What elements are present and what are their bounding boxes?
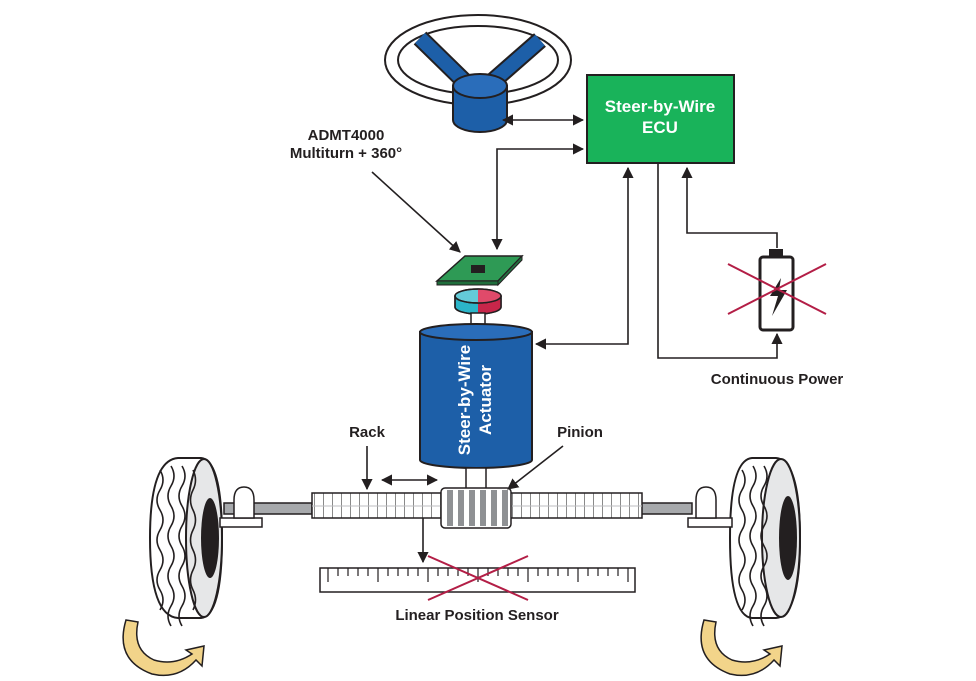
right-wheel-icon (687, 457, 802, 627)
left-wheel-icon (148, 457, 263, 627)
actuator-cylinder: Steer-by-Wire Actuator (419, 323, 533, 491)
ecu-box: Steer-by-Wire ECU (586, 74, 735, 164)
pinion-label: Pinion (557, 424, 603, 441)
continuous-power-label: Continuous Power (711, 371, 844, 388)
sensor-label-line2: Multiturn + 360° (290, 145, 402, 162)
sensor-label-line1: ADMT4000 (308, 127, 385, 144)
linear-sensor-label: Linear Position Sensor (395, 607, 559, 624)
actuator-label-line2: Actuator (476, 365, 495, 435)
ecu-actuator-arrow (534, 166, 634, 350)
pinion-gear-icon (440, 487, 512, 529)
right-rotation-arrow-icon (700, 619, 783, 677)
sensor-pointer-arrow (371, 171, 461, 253)
pinion-pointer-arrow (507, 445, 564, 490)
continuous-power-line (657, 163, 783, 359)
ecu-sensor-arrow (491, 143, 585, 251)
battery-icon (758, 249, 795, 332)
left-rotation-arrow-icon (122, 619, 205, 677)
linear-sensor-cross-icon (427, 555, 529, 601)
magnet-icon (454, 288, 502, 332)
battery-cross-icon (727, 263, 827, 315)
actuator-label-line1: Steer-by-Wire (455, 345, 474, 455)
ecu-label-line2: ECU (642, 118, 678, 137)
ecu-battery-line (681, 166, 778, 248)
rack-label: Rack (349, 424, 386, 441)
ecu-label-line1: Steer-by-Wire (605, 97, 715, 116)
sensor-pcb-icon (435, 254, 524, 287)
steering-wheel-icon (384, 14, 572, 133)
linear-position-scale (319, 567, 636, 593)
